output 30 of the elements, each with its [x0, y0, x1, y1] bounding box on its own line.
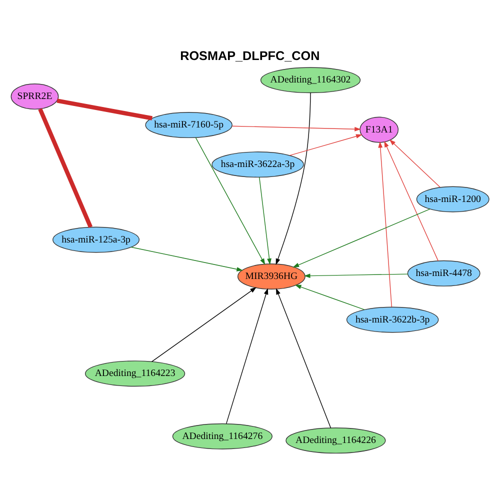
node-ellipse: ADediting_1164276 [172, 422, 272, 449]
arrow [378, 140, 392, 307]
arrow [195, 136, 266, 264]
node-ellipse: ADediting_1164223 [85, 360, 186, 386]
node-ellipse: hsa-miR-125a-3p [52, 226, 140, 252]
node-ellipse: hsa-miR-3622a-3p [212, 151, 304, 178]
arrow [384, 140, 439, 261]
arrow [389, 138, 440, 187]
node-ellipse: ADediting_1164226 [286, 427, 386, 454]
arrow [276, 288, 332, 428]
node-ellipse: hsa-miR-4478 [407, 260, 480, 286]
arrow [130, 246, 243, 271]
node-ellipse: F13A1 [360, 116, 399, 142]
node-ellipse: hsa-miR-3622b-3p [346, 306, 439, 332]
arrow [304, 273, 408, 278]
arrow [151, 286, 256, 362]
arrow [232, 125, 361, 131]
connector [56, 98, 152, 120]
arrow [226, 288, 268, 424]
arrow [276, 92, 311, 264]
node-ellipse: hsa-miR-1200 [416, 186, 490, 212]
arrow [259, 176, 272, 264]
node-ellipse: SPRR2E [10, 83, 59, 110]
arrow [294, 284, 365, 310]
connector [38, 108, 93, 228]
node-ellipse: ADediting_1164302 [260, 66, 361, 93]
arrow [292, 208, 430, 267]
diagram-title: ROSMAP_DLPFC_CON [180, 48, 320, 63]
node-ellipse: hsa-miR-7160-5p [145, 112, 232, 138]
arrow [289, 134, 362, 156]
